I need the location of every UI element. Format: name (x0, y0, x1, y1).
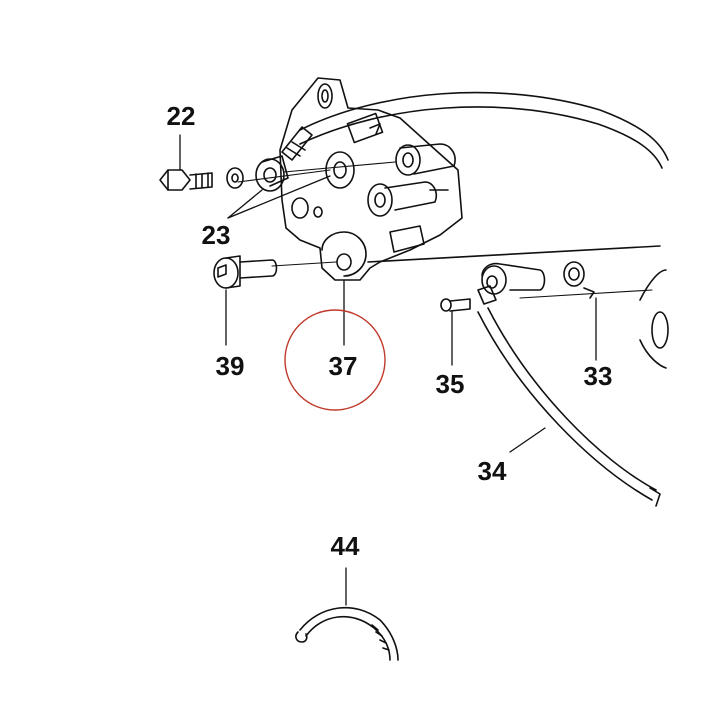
banjo-bolt-22 (159, 169, 213, 191)
highlight-circle (284, 309, 386, 411)
callout-33[interactable]: 33 (584, 361, 613, 391)
sensor-bolt-35 (440, 298, 471, 312)
callout-34[interactable]: 34 (478, 456, 507, 486)
callout-39[interactable]: 39 (216, 351, 245, 381)
retaining-clip-44 (295, 606, 399, 661)
brake-caliper (279, 77, 463, 281)
callout-37[interactable]: 37 (329, 351, 358, 381)
mounting-bolt-39 (213, 255, 337, 289)
abs-sensor-34 (477, 262, 661, 507)
callout-35[interactable]: 35 (436, 369, 465, 399)
brake-disc-edge (367, 245, 669, 369)
brake-hose (281, 91, 669, 169)
sealing-washer-23 (226, 155, 289, 192)
spacer-ring-33 (563, 261, 595, 299)
callout-44[interactable]: 44 (331, 531, 360, 561)
leader-lines (179, 134, 597, 606)
callout-23[interactable]: 23 (202, 220, 231, 250)
callout-22[interactable]: 22 (167, 101, 196, 131)
